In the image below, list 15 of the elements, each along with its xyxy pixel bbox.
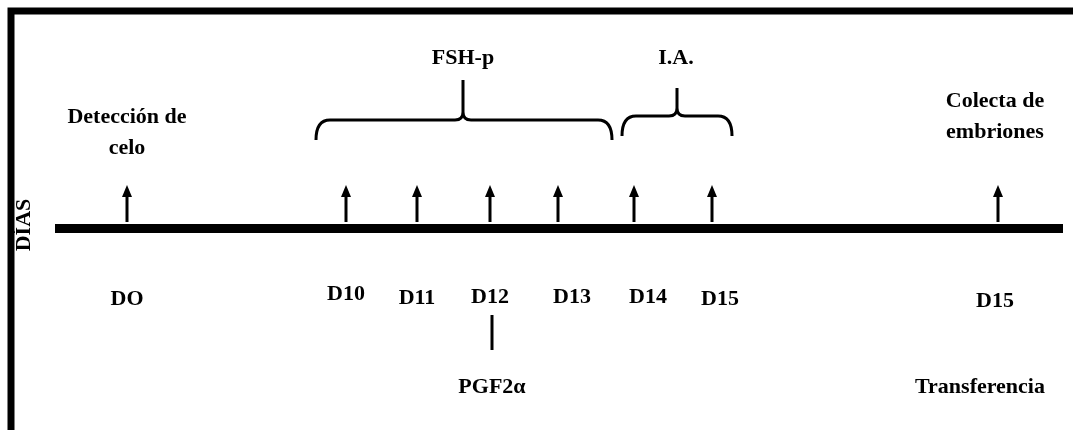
day-label: D10 — [327, 278, 365, 307]
axis-label: DÍAS — [8, 198, 36, 252]
bracket-label: FSH-p — [431, 42, 495, 71]
day-label: D12 — [471, 281, 509, 310]
event-label: PGF2α — [458, 371, 526, 400]
day-label: D11 — [398, 282, 436, 311]
event-label: Colecta de embriones — [944, 86, 1046, 145]
day-label: D15 — [701, 283, 739, 312]
day-label: DO — [110, 283, 144, 312]
event-label: Transferencia — [915, 371, 1045, 400]
day-label: D15 — [976, 285, 1014, 314]
day-label: D14 — [629, 281, 667, 310]
event-label: Detección de celo — [66, 102, 188, 161]
day-label: D13 — [553, 281, 591, 310]
bracket-label: I.A. — [658, 42, 694, 71]
